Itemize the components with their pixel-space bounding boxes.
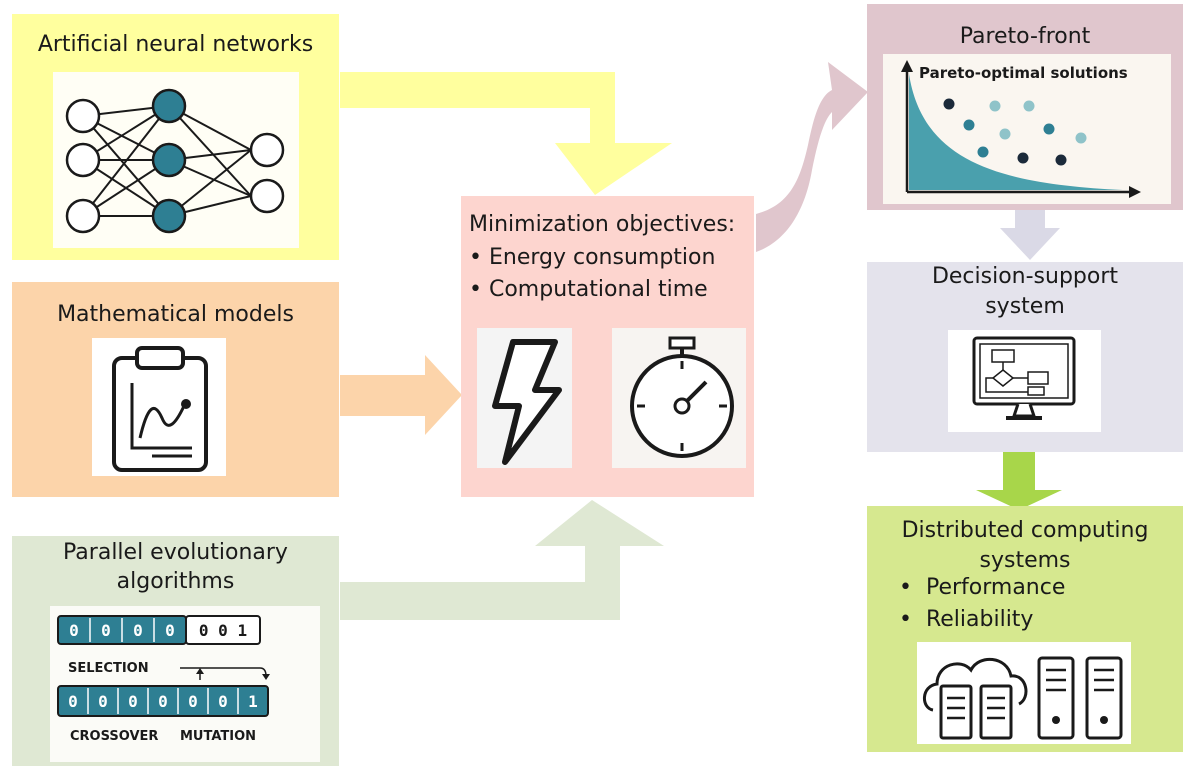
dss-title-line2: system — [985, 294, 1065, 319]
arrow-objectives-to-pareto — [756, 62, 868, 252]
dss-title-line1: Decision-support — [931, 264, 1119, 289]
bit-group: 0 0 1 — [199, 621, 247, 640]
ann-box: Artificial neural networks — [12, 14, 339, 260]
lightning-bolt-icon — [477, 328, 572, 468]
pareto-inset-label: Pareto-optimal solutions — [919, 64, 1128, 82]
crossover-label: CROSSOVER — [70, 729, 158, 744]
solution-point — [1023, 100, 1035, 112]
arrow-math-to-objectives — [340, 355, 462, 435]
ann-title: Artificial neural networks — [37, 32, 314, 57]
hidden-node — [151, 198, 187, 234]
pea-title-line2: algorithms — [116, 569, 235, 594]
math-box: Mathematical models — [12, 282, 339, 497]
bit: 0 — [68, 692, 78, 711]
solution-point — [1017, 152, 1029, 164]
objectives-title: Minimization objectives: — [469, 212, 736, 237]
selection-label: SELECTION — [68, 661, 149, 676]
hidden-node — [151, 88, 187, 124]
dcs-box: Distributed computing systems • Performa… — [867, 506, 1183, 752]
pea-box: Parallel evolutionary algorithms 0 0 0 0… — [12, 536, 339, 766]
arrow-pea-to-objectives — [340, 500, 664, 620]
pareto-box: Pareto-front Pareto-optimal solutions — [867, 4, 1183, 210]
bit: 0 — [101, 621, 111, 640]
input-node — [65, 198, 101, 234]
monitor-flowchart-icon — [948, 330, 1101, 432]
stopwatch-icon — [612, 328, 746, 468]
hidden-node — [151, 142, 187, 178]
dcs-list: • Performance • Reliability — [899, 572, 1065, 636]
solution-point — [1075, 132, 1087, 144]
cloud-servers-icon — [917, 642, 1131, 744]
objectives-list: • Energy consumption • Computational tim… — [469, 242, 715, 306]
bit: 1 — [248, 692, 258, 711]
math-title: Mathematical models — [57, 302, 294, 327]
arrow-pareto-to-dss — [1000, 210, 1060, 260]
bit: 0 — [165, 621, 175, 640]
objective-item: • Energy consumption — [469, 245, 716, 270]
arrow-ann-to-objectives — [340, 72, 672, 195]
input-node — [65, 142, 101, 178]
output-node — [249, 178, 285, 214]
pareto-title: Pareto-front — [959, 24, 1091, 49]
objectives-box: Minimization objectives: • Energy consum… — [461, 196, 754, 497]
bit: 0 — [218, 692, 228, 711]
dcs-title-line1: Distributed computing — [901, 518, 1149, 543]
neural-network-icon — [53, 72, 299, 248]
genetic-operators-illustration: 0 0 0 0 0 0 1 SELECTION 0 0 0 0 0 0 1 — [50, 606, 320, 762]
solution-point — [1055, 154, 1067, 166]
output-node — [249, 132, 285, 168]
solution-point — [999, 128, 1011, 140]
bit: 0 — [133, 621, 143, 640]
solution-point — [1043, 123, 1055, 135]
arrow-dss-to-dcs — [976, 452, 1062, 510]
bit: 0 — [98, 692, 108, 711]
input-node — [65, 98, 101, 134]
objective-item: • Computational time — [469, 277, 708, 302]
solution-point — [989, 100, 1001, 112]
bit: 0 — [188, 692, 198, 711]
dcs-item: • Reliability — [899, 607, 1034, 632]
pareto-chart-illustration: Pareto-optimal solutions — [883, 54, 1171, 204]
solution-point — [943, 98, 955, 110]
bit: 0 — [69, 621, 79, 640]
pea-title-line1: Parallel evolutionary — [63, 540, 288, 565]
solution-point — [963, 119, 975, 131]
bit: 0 — [128, 692, 138, 711]
mutation-label: MUTATION — [180, 729, 256, 744]
dcs-item: • Performance — [899, 575, 1066, 600]
clipboard-chart-icon — [92, 338, 226, 476]
dss-box: Decision-support system — [867, 262, 1183, 452]
solution-point — [977, 146, 989, 158]
bit: 0 — [158, 692, 168, 711]
dcs-title-line2: systems — [979, 548, 1071, 573]
